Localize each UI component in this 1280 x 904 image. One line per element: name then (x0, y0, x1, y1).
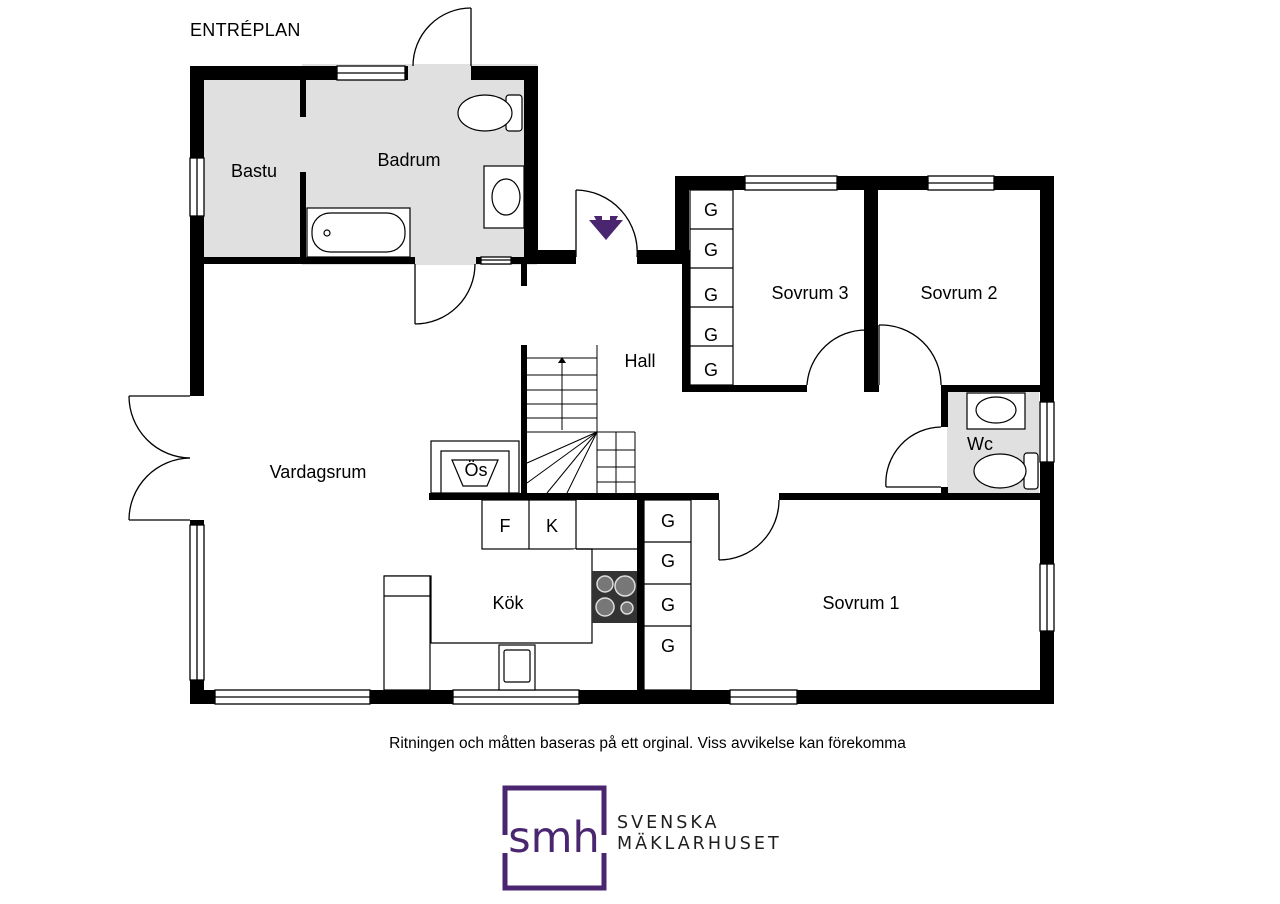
floor-title: ENTRÉPLAN (190, 20, 301, 40)
room-label-vardagsrum: Vardagsrum (270, 462, 367, 482)
wardrobe-g-1: G (704, 200, 718, 220)
fireplace (430, 440, 520, 494)
room-label-kok: Kök (492, 593, 524, 613)
wardrobe-g-6: G (661, 511, 675, 531)
wardrobe-g-3: G (704, 285, 718, 305)
stove-icon (592, 571, 637, 623)
wardrobe-g-2: G (704, 240, 718, 260)
wet-room-fills (204, 64, 1039, 495)
fridge-label: K (546, 516, 558, 536)
wc-sink-icon (966, 392, 1026, 430)
room-label-wc: Wc (967, 434, 993, 454)
room-label-badrum: Badrum (377, 150, 440, 170)
disclaimer-text: Ritningen och måtten baseras på ett orgi… (389, 735, 906, 752)
room-label-sovrum1: Sovrum 1 (822, 593, 899, 613)
toilet-icon (457, 94, 523, 132)
brand-logo-text: smh (508, 813, 600, 863)
room-label-sovrum2: Sovrum 2 (920, 283, 997, 303)
brand-name: SVENSKA MÄKLARHUSET (617, 813, 782, 855)
wardrobe-g-8: G (661, 595, 675, 615)
brand-logo: smh (500, 785, 610, 891)
windows (189, 65, 1055, 705)
wardrobe-g-7: G (661, 551, 675, 571)
wardrobe-labels: G G G G G G G G G (661, 200, 718, 656)
wardrobe-g-4: G (704, 325, 718, 345)
wc-toilet-icon (973, 452, 1039, 490)
room-label-sovrum3: Sovrum 3 (771, 283, 848, 303)
entrance-arrow-icon (589, 216, 623, 240)
doors (128, 7, 942, 561)
kitchen-fixtures (383, 499, 637, 691)
room-label-hall: Hall (624, 351, 655, 371)
room-label-os: Ös (464, 460, 487, 480)
wardrobe-g-9: G (661, 636, 675, 656)
brand-name-line1: SVENSKA (617, 813, 720, 833)
wardrobe-g-5: G (704, 360, 718, 380)
sink-icon (483, 165, 525, 229)
brand-name-line2: MÄKLARHUSET (617, 834, 782, 854)
freezer-label: F (500, 516, 511, 536)
wardrobes (643, 189, 734, 691)
stairs-icon (526, 345, 636, 494)
room-label-bastu: Bastu (231, 161, 277, 181)
bathtub-icon (306, 207, 411, 258)
